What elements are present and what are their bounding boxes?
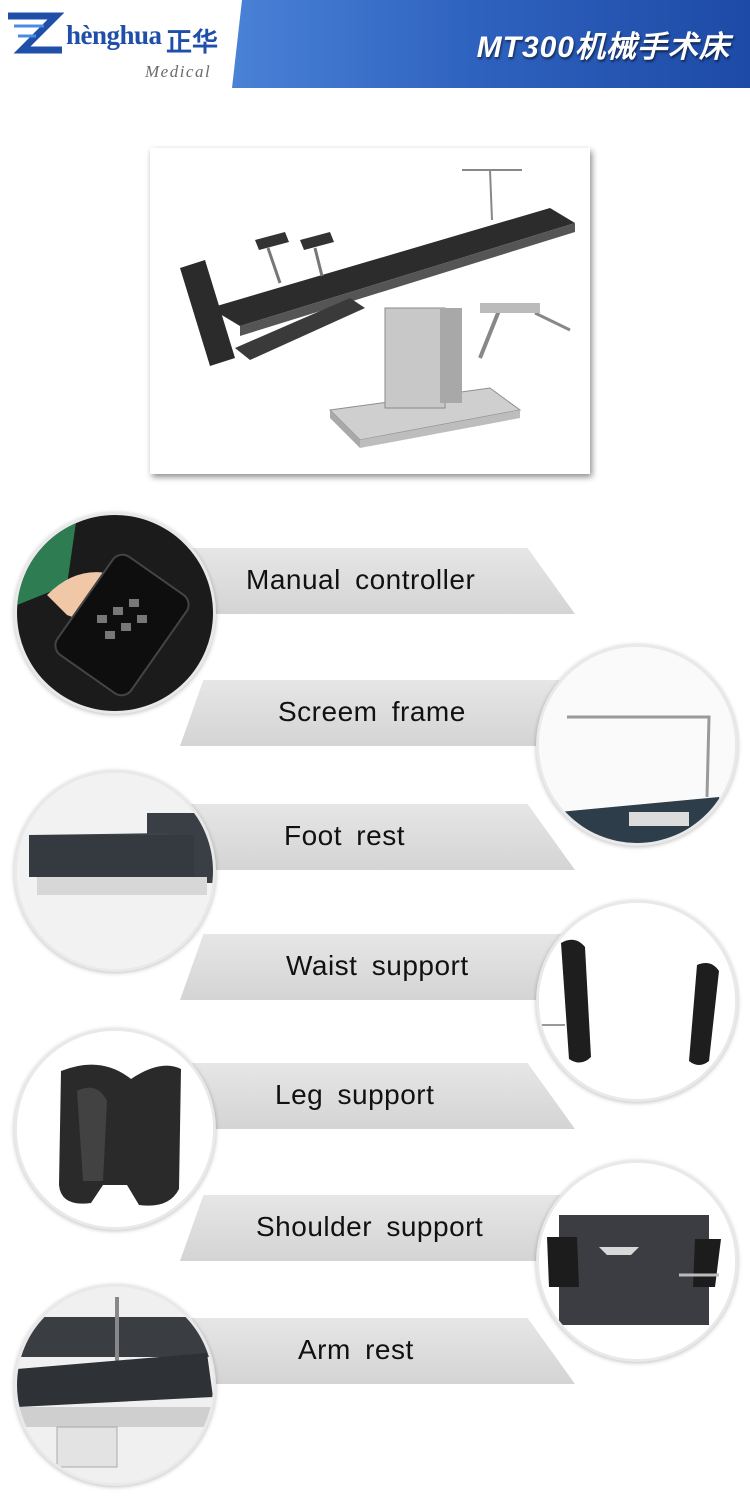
feature-banner-7: Arm rest [180, 1318, 575, 1384]
feature-banner-1: Manual controller [180, 548, 575, 614]
logo-z-icon [8, 12, 64, 54]
brand-cn: 正华 [166, 28, 219, 58]
feature-label-1: Manual controller [246, 564, 476, 595]
arm-rest-icon [14, 1284, 216, 1486]
page-title: MT300机械手术床 [476, 31, 730, 64]
feature-banner-3: Foot rest [180, 804, 575, 870]
title-band: MT300机械手术床 [232, 0, 750, 88]
waist-support-icon [536, 900, 738, 1102]
operating-table-icon [180, 169, 575, 448]
shoulder-support-icon [536, 1160, 738, 1362]
hand-controller-icon [14, 512, 216, 714]
leg-support-icon [14, 1028, 216, 1230]
feature-banner-2: Screem frame [180, 680, 570, 746]
feature-label-7: Arm rest [298, 1334, 414, 1365]
product-image [150, 148, 590, 474]
brand-sub: Medical [145, 62, 212, 81]
brand-name: hènghua [66, 20, 162, 50]
feature-label-5: Leg support [275, 1079, 435, 1110]
feature-banner-5: Leg support [180, 1063, 575, 1129]
feature-label-4: Waist support [286, 950, 469, 981]
feature-label-6: Shoulder support [256, 1211, 484, 1242]
brand-logo: hènghua 正华 Medical [0, 0, 235, 88]
screen-frame-icon [536, 644, 738, 846]
feature-label-2: Screem frame [278, 696, 466, 727]
feature-banner-4: Waist support [180, 934, 570, 1000]
foot-rest-icon [14, 770, 216, 972]
page-header: hènghua 正华 Medical MT300机械手术床 [0, 0, 750, 88]
feature-label-3: Foot rest [284, 820, 405, 851]
feature-banner-6: Shoulder support [180, 1195, 570, 1261]
